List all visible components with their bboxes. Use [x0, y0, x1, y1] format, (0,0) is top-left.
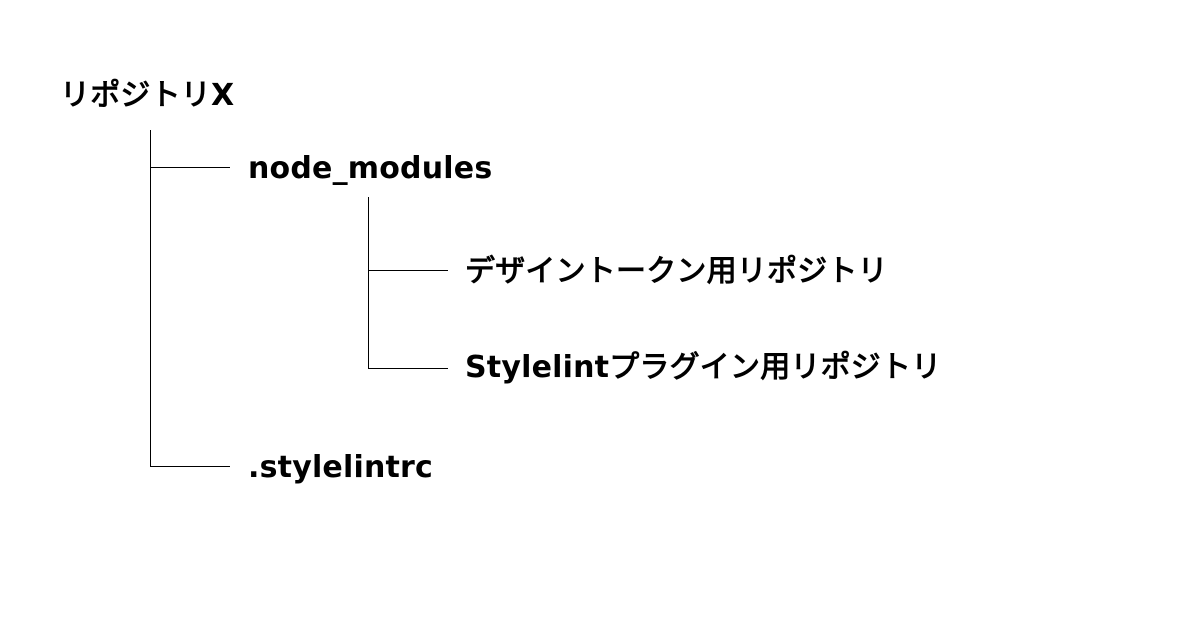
connector-to-node-modules — [150, 167, 230, 168]
tree-node-design-tokens-repo: デザイントークン用リポジトリ — [465, 254, 888, 289]
tree-node-stylelintrc: .stylelintrc — [248, 450, 434, 485]
connector-to-design-tokens — [368, 270, 448, 271]
tree-root-label: リポジトリX — [60, 78, 235, 113]
root-connector-vertical — [150, 130, 151, 467]
tree-node-stylelint-plugin-repo: Stylelintプラグイン用リポジトリ — [465, 350, 942, 385]
tree-node-node-modules: node_modules — [248, 151, 493, 186]
connector-to-stylelint-plugin — [368, 368, 448, 369]
connector-to-stylelintrc — [150, 466, 230, 467]
node-modules-connector-vertical — [368, 197, 369, 368]
